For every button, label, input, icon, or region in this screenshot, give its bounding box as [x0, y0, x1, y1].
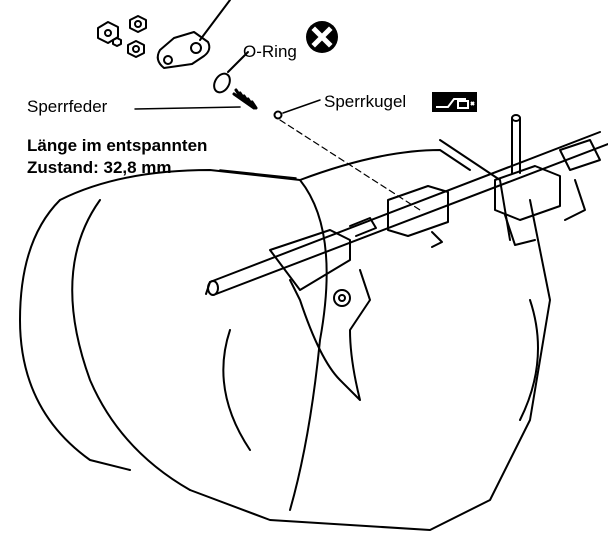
length-note-line1: Länge im entspannten — [27, 136, 208, 155]
ball — [273, 110, 283, 120]
o-ring — [213, 72, 231, 94]
transmission-housing — [19, 139, 551, 531]
pin — [511, 114, 521, 174]
sperrkugel-label: Sperrkugel — [324, 92, 407, 111]
shift-fork — [269, 217, 377, 401]
replace-part-x-icon — [305, 20, 353, 68]
shift-rod — [205, 131, 608, 296]
shift-blocks — [387, 139, 601, 248]
sperrfeder-label: Sperrfeder — [27, 97, 108, 116]
cover-plug — [156, 0, 231, 69]
oring-label: O-Ring — [243, 42, 297, 61]
bolts — [97, 15, 147, 58]
spring — [232, 88, 258, 110]
length-note-line2: Zustand: 32,8 mm — [27, 158, 172, 177]
magnet-tool-icon — [432, 92, 477, 112]
